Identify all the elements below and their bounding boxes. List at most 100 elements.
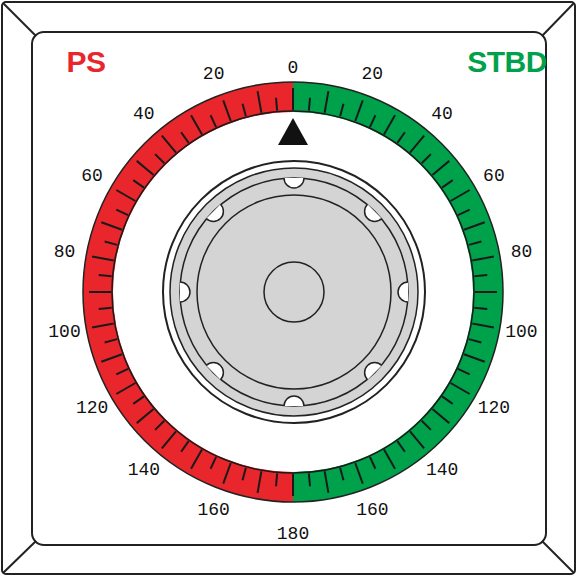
scale-tick — [258, 91, 262, 113]
scale-tick — [116, 383, 135, 394]
knob-grip — [360, 204, 381, 225]
scale-tick — [355, 463, 363, 484]
scale-tick — [309, 473, 310, 486]
scale-tick — [162, 431, 176, 448]
scale-number: 0 — [288, 59, 299, 77]
scale-tick — [458, 210, 470, 215]
scale-tick — [116, 190, 135, 201]
starboard-heading: STBD — [467, 47, 547, 77]
scale-tick — [397, 441, 404, 452]
scale-tick — [92, 257, 114, 261]
scale-tick — [292, 88, 294, 110]
scale-tick — [211, 457, 216, 469]
scale-tick — [243, 104, 246, 117]
scale-tick — [370, 457, 375, 469]
scale-tick — [451, 190, 470, 201]
scale-number: 80 — [511, 243, 533, 261]
scale-tick — [155, 154, 164, 163]
scale-number: 80 — [54, 243, 76, 261]
scale-number: 180 — [277, 525, 309, 543]
knob-grip — [284, 396, 304, 406]
scale-tick — [384, 450, 395, 469]
port-heading: PS — [66, 47, 105, 77]
scale-tick — [223, 100, 231, 121]
scale-tick — [475, 291, 497, 293]
scale-tick — [474, 308, 487, 309]
scale-tick — [276, 473, 277, 486]
scale-tick — [243, 468, 246, 481]
scale-tick — [99, 275, 112, 276]
scale-number: 20 — [362, 65, 384, 83]
scale-tick — [101, 222, 122, 230]
scale-tick — [325, 471, 329, 493]
band-edge — [83, 82, 503, 502]
scale-tick — [458, 369, 470, 374]
knob-grip — [206, 204, 227, 225]
scale-tick — [162, 136, 176, 153]
scale-number: 100 — [505, 323, 537, 341]
scale-tick — [309, 98, 310, 111]
scale-tick — [191, 450, 202, 469]
scale-tick — [464, 354, 485, 362]
scale-tick — [355, 100, 363, 121]
scale-tick — [105, 242, 118, 245]
scale-tick — [116, 210, 128, 215]
scale-tick — [370, 115, 375, 127]
scale-tick — [258, 471, 262, 493]
scale-number: 40 — [431, 105, 453, 123]
scale-number: 40 — [133, 105, 155, 123]
knob-grip — [206, 358, 227, 379]
scale-tick — [99, 308, 112, 309]
scale-tick — [340, 468, 343, 481]
scale-tick — [469, 242, 482, 245]
pointer-triangle — [278, 118, 308, 145]
scale-number: 160 — [356, 501, 388, 519]
knob-grip — [180, 282, 190, 302]
knob-grip — [360, 358, 381, 379]
scale-tick — [223, 463, 231, 484]
scale-tick — [442, 180, 453, 187]
scale-tick — [105, 339, 118, 342]
scale-number: 140 — [128, 461, 160, 479]
scale-tick — [292, 474, 294, 496]
scale-tick — [325, 91, 329, 113]
scale-tick — [472, 257, 494, 261]
scale-ring — [83, 82, 503, 502]
band-inner-edge — [112, 111, 474, 473]
control-knob — [163, 161, 425, 423]
scale-tick — [101, 354, 122, 362]
scale-tick — [181, 132, 188, 143]
scale-tick — [422, 154, 431, 163]
scale-tick — [155, 421, 164, 430]
scale-tick — [472, 324, 494, 328]
scale-tick — [442, 396, 453, 403]
scale-tick — [116, 369, 128, 374]
scale-tick — [432, 409, 449, 423]
scale-tick — [469, 339, 482, 342]
scale-number: 140 — [426, 461, 458, 479]
knob-grip — [398, 282, 408, 302]
scale-tick — [89, 291, 111, 293]
scale-tick — [137, 409, 154, 423]
scale-number: 120 — [76, 399, 108, 417]
scale-tick — [137, 161, 154, 175]
scale-number: 120 — [478, 399, 510, 417]
scale-tick — [451, 383, 470, 394]
scale-number: 60 — [483, 167, 505, 185]
scale-number: 160 — [197, 501, 229, 519]
scale-number: 60 — [81, 167, 103, 185]
scale-tick — [410, 431, 424, 448]
scale-tick — [340, 104, 343, 117]
scale-tick — [181, 441, 188, 452]
scale-tick — [464, 222, 485, 230]
scale-tick — [422, 421, 431, 430]
scale-tick — [133, 396, 144, 403]
scale-tick — [276, 98, 277, 111]
scale-tick — [397, 132, 404, 143]
scale-tick — [384, 115, 395, 134]
scale-tick — [133, 180, 144, 187]
scale-tick — [211, 115, 216, 127]
